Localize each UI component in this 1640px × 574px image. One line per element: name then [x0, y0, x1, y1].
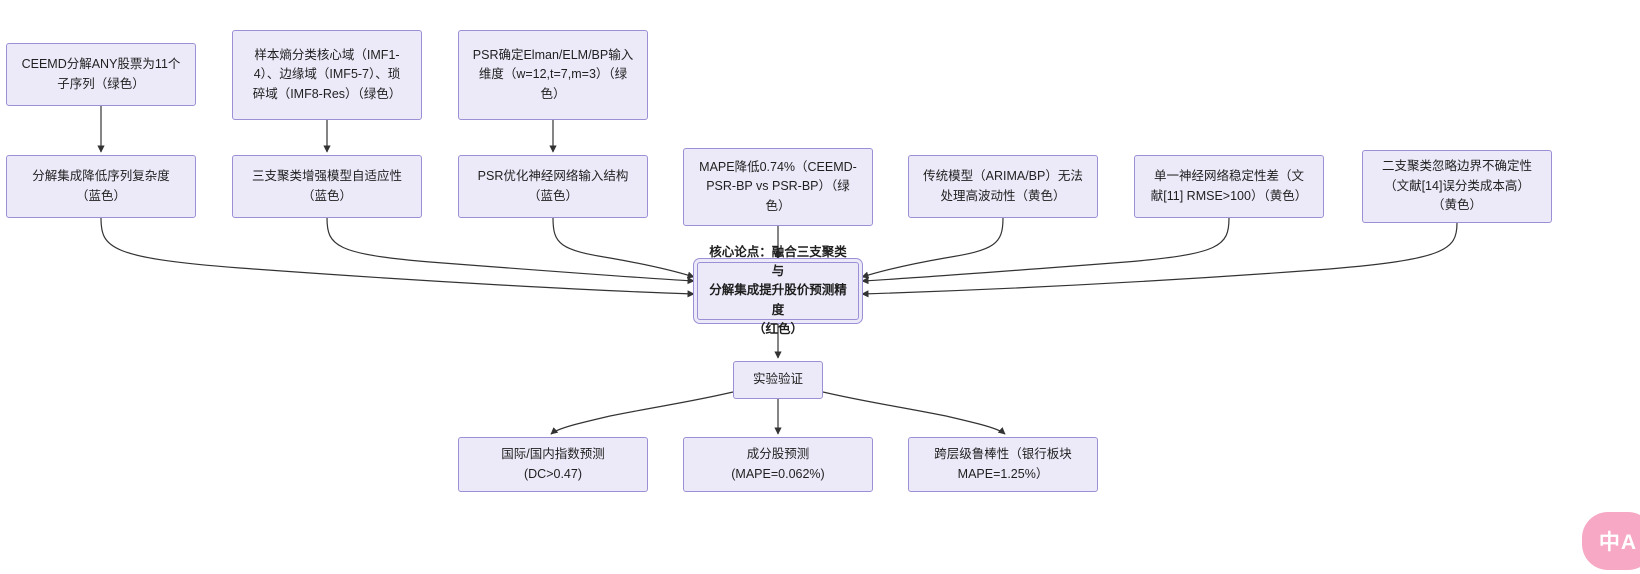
node-label: PSR确定Elman/ELM/BP输入 维度（w=12,t=7,m=3）（绿 色…: [472, 47, 634, 101]
edge-n11-n14: [822, 391, 1006, 435]
node-index-forecast[interactable]: 国际/国内指数预测 (DC>0.47): [458, 437, 648, 492]
node-label: 单一神经网络稳定性差（文 献[11] RMSE>100）（黄色）: [1150, 169, 1308, 203]
node-label: CEEMD分解ANY股票为11个 子序列（绿色）: [21, 57, 181, 91]
node-mape-reduction[interactable]: MAPE降低0.74%（CEEMD- PSR-BP vs PSR-BP）（绿 色…: [683, 148, 873, 226]
node-core-thesis[interactable]: 核心论点：融合三支聚类与 分解集成提升股价预测精度 （红色）: [697, 245, 859, 336]
node-label: 分解集成降低序列复杂度 （蓝色）: [32, 169, 170, 203]
node-label: 三支聚类增强模型自适应性 （蓝色）: [251, 169, 402, 203]
watermark-badge: 中A: [1582, 512, 1640, 570]
watermark-label: 中A: [1598, 531, 1638, 554]
node-label: MAPE降低0.74%（CEEMD- PSR-BP vs PSR-BP）（绿 色…: [699, 159, 857, 213]
node-reduce-sequence-complexity[interactable]: 分解集成降低序列复杂度 （蓝色）: [6, 155, 196, 218]
node-label: 成分股预测 (MAPE=0.062%): [731, 447, 825, 481]
node-cross-level-robustness[interactable]: 跨层级鲁棒性（银行板块 MAPE=1.25%）: [908, 437, 1098, 492]
node-three-way-clustering-adaptivity[interactable]: 三支聚类增强模型自适应性 （蓝色）: [232, 155, 422, 218]
node-traditional-model-limitation[interactable]: 传统模型（ARIMA/BP）无法 处理高波动性（黄色）: [908, 155, 1098, 218]
node-experimental-validation[interactable]: 实验验证: [733, 361, 823, 399]
node-ceemd-decompose[interactable]: CEEMD分解ANY股票为11个 子序列（绿色）: [6, 43, 196, 106]
node-sample-entropy-classification[interactable]: 样本熵分类核心域（IMF1- 4）、边缘域（IMF5-7）、琐 碎域（IMF8-…: [232, 30, 422, 120]
node-label: 传统模型（ARIMA/BP）无法 处理高波动性（黄色）: [923, 169, 1083, 203]
edge-n9-core: [861, 217, 1230, 285]
edge-n4-core: [100, 217, 695, 298]
node-label: 二支聚类忽略边界不确定性 （文献[14]误分类成本高） （黄色）: [1381, 159, 1532, 213]
node-label: PSR优化神经网络输入结构 （蓝色）: [477, 169, 629, 203]
node-constituent-stock-forecast[interactable]: 成分股预测 (MAPE=0.062%): [683, 437, 873, 492]
node-label: 样本熵分类核心域（IMF1- 4）、边缘域（IMF5-7）、琐 碎域（IMF8-…: [252, 47, 402, 101]
edge-n8-core: [861, 217, 1004, 279]
node-psr-optimize-network-structure[interactable]: PSR优化神经网络输入结构 （蓝色）: [458, 155, 648, 218]
node-single-network-instability[interactable]: 单一神经网络稳定性差（文 献[11] RMSE>100）（黄色）: [1134, 155, 1324, 218]
edge-n5-core: [326, 217, 695, 285]
node-psr-input-dimension[interactable]: PSR确定Elman/ELM/BP输入 维度（w=12,t=7,m=3）（绿 色…: [458, 30, 648, 120]
node-label: 实验验证: [752, 372, 803, 387]
node-label: 跨层级鲁棒性（银行板块 MAPE=1.25%）: [934, 447, 1072, 481]
edge-n6-core: [552, 217, 695, 279]
node-label: 国际/国内指数预测 (DC>0.47): [501, 447, 605, 481]
node-two-way-clustering-limitation[interactable]: 二支聚类忽略边界不确定性 （文献[14]误分类成本高） （黄色）: [1362, 150, 1552, 223]
node-label: 核心论点：融合三支聚类与 分解集成提升股价预测精度 （红色）: [709, 244, 847, 337]
edge-n11-n12: [550, 391, 734, 435]
edge-n10-core: [861, 222, 1458, 298]
